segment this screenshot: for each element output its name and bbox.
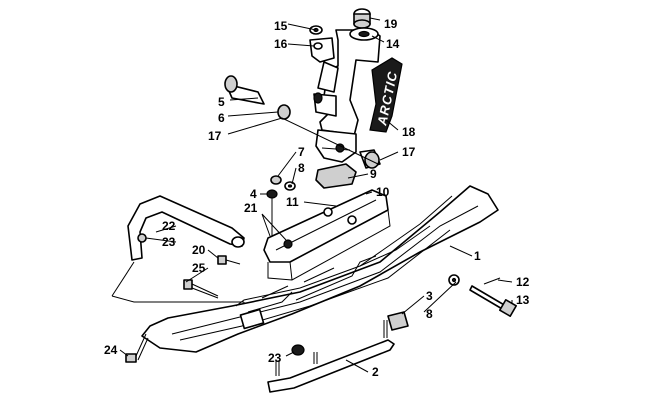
callout-23-upper: 23 — [162, 235, 176, 249]
callout-3: 3 — [426, 289, 433, 303]
callout-23-lower: 23 — [268, 351, 282, 365]
callout-22: 22 — [162, 219, 176, 233]
ski-saddle — [263, 189, 391, 281]
ski-wear-pad — [315, 163, 357, 189]
callout-14: 14 — [386, 37, 400, 51]
callout-7: 7 — [298, 145, 305, 159]
spring-assy-3 — [387, 311, 409, 331]
nut-23-upper — [137, 233, 147, 243]
callout-6: 6 — [218, 111, 225, 125]
callout-8-lower: 8 — [426, 307, 433, 321]
nut-23-lower — [291, 344, 305, 356]
callout-19: 19 — [384, 17, 398, 31]
spindle-decal: ARCTIC — [369, 57, 403, 133]
callout-25: 25 — [192, 261, 206, 275]
callout-17-left: 17 — [208, 129, 222, 143]
spacer-17-right — [359, 149, 381, 169]
callout-2: 2 — [372, 365, 379, 379]
leader-lines — [111, 17, 513, 373]
callout-12: 12 — [516, 275, 530, 289]
callout-10: 10 — [376, 185, 390, 199]
bushing-5 — [224, 75, 265, 105]
sleeve-6 — [277, 104, 291, 120]
callout-4: 4 — [250, 187, 257, 201]
spindle-bushing — [349, 27, 379, 41]
callout-11: 11 — [286, 195, 299, 209]
ski-spindle — [309, 29, 381, 163]
callout-5: 5 — [218, 95, 225, 109]
bolt-25 — [183, 279, 219, 299]
bolt-13 — [469, 285, 517, 317]
callout-1: 1 — [474, 249, 481, 263]
bolt-20 — [217, 255, 241, 265]
nut-4 — [266, 189, 278, 236]
callout-17-right: 17 — [402, 145, 416, 159]
callout-8-upper: 8 — [298, 161, 305, 175]
ski-loop — [127, 195, 245, 261]
nut-7 — [270, 175, 282, 185]
wear-bar — [267, 320, 395, 393]
callout-18: 18 — [402, 125, 416, 139]
callout-labels: 19 15 14 16 5 6 17 18 17 7 8 9 10 4 11 2… — [104, 17, 530, 379]
washer-8-upper — [284, 181, 296, 191]
callout-9: 9 — [370, 167, 377, 181]
pin-12 — [483, 277, 501, 285]
callout-15: 15 — [274, 19, 288, 33]
callout-21: 21 — [244, 201, 258, 215]
bolt-24 — [125, 333, 149, 363]
washer-8-lower — [448, 274, 460, 286]
callout-13: 13 — [516, 293, 530, 307]
spindle-cap — [353, 8, 371, 29]
ski-body — [141, 185, 499, 353]
callout-20: 20 — [192, 243, 206, 257]
callout-24: 24 — [104, 343, 118, 357]
washer-16 — [313, 42, 323, 50]
callout-16: 16 — [274, 37, 288, 51]
